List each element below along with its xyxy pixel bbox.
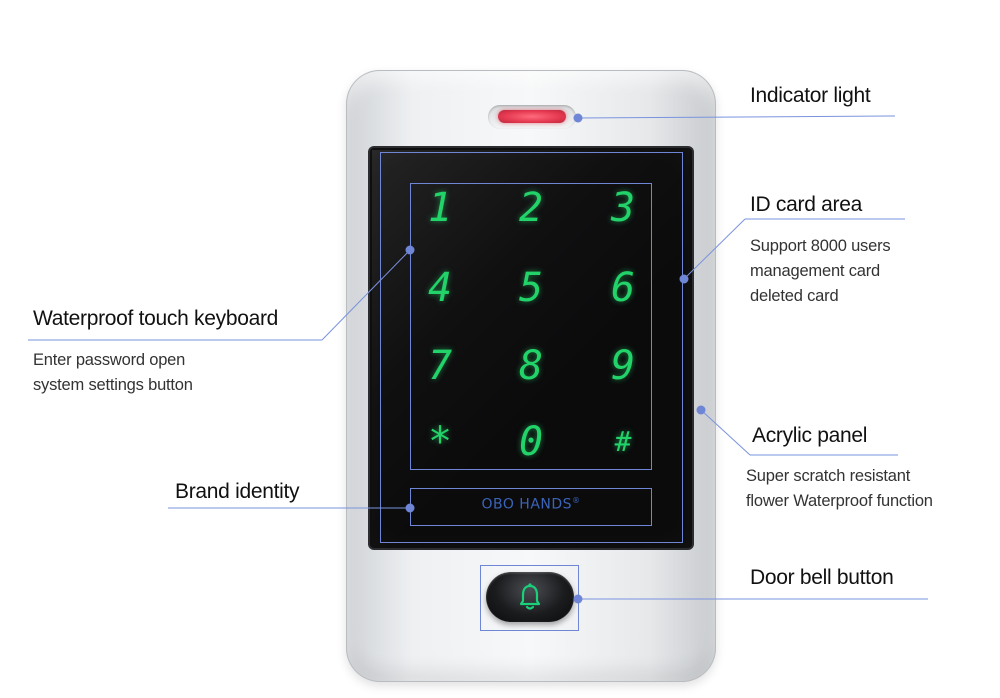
desc-line: Support 8000 users <box>750 237 891 255</box>
brand-name: OBO HANDS <box>481 496 573 513</box>
indicator-light <box>498 110 566 123</box>
bell-icon <box>518 582 542 612</box>
callout-brand-title: Brand identity <box>175 480 300 503</box>
callout-acrylic-title: Acrylic panel <box>752 424 868 447</box>
id-card-area-outline <box>380 152 683 543</box>
key-hash[interactable]: # <box>614 425 632 458</box>
key-6[interactable]: 6 <box>610 265 636 311</box>
desc-line: deleted card <box>750 287 839 305</box>
callout-door-bell-title: Door bell button <box>750 566 894 589</box>
key-4[interactable]: 4 <box>427 265 453 311</box>
key-star[interactable]: * <box>427 419 453 465</box>
key-8[interactable]: 8 <box>518 343 544 389</box>
key-9[interactable]: 9 <box>610 343 636 389</box>
keyboard-outline <box>410 183 652 470</box>
key-0[interactable]: 0 <box>518 419 544 465</box>
desc-line: Super scratch resistant <box>746 467 911 485</box>
key-5[interactable]: 5 <box>518 265 544 311</box>
key-7[interactable]: 7 <box>427 343 453 389</box>
key-3[interactable]: 3 <box>610 185 636 231</box>
callout-acrylic-desc: Super scratch resistant flower Waterproo… <box>746 464 933 514</box>
brand-logo: OBO HANDS® <box>410 496 652 513</box>
callout-keyboard-desc: Enter password open system settings butt… <box>33 348 193 398</box>
callout-indicator-light-title: Indicator light <box>750 84 871 107</box>
key-1[interactable]: 1 <box>427 185 453 231</box>
key-2[interactable]: 2 <box>518 185 544 231</box>
desc-line: flower Waterproof function <box>746 492 933 510</box>
callout-id-card-desc: Support 8000 users management card delet… <box>750 234 891 309</box>
callout-keyboard-title: Waterproof touch keyboard <box>33 307 279 330</box>
desc-line: system settings button <box>33 376 193 394</box>
callout-id-card-title: ID card area <box>750 193 862 216</box>
door-bell-button[interactable] <box>486 572 574 622</box>
acrylic-panel <box>370 148 692 548</box>
desc-line: management card <box>750 262 880 280</box>
desc-line: Enter password open <box>33 351 186 369</box>
registered-mark: ® <box>572 496 581 505</box>
